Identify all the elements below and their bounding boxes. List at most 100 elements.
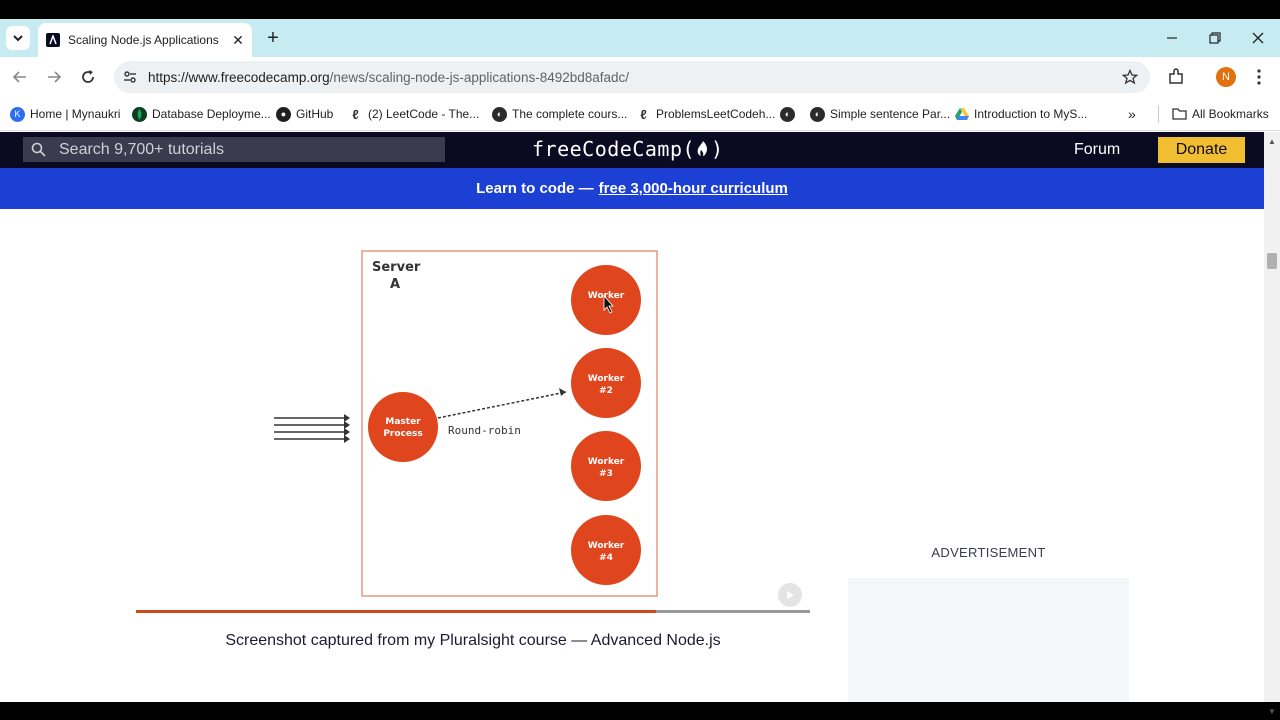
- worker-number: #3: [599, 469, 613, 479]
- image-caption: Screenshot captured from my Pluralsight …: [225, 632, 721, 649]
- bookmark-label: Database Deployme...: [152, 107, 271, 121]
- globe-icon: ◐: [492, 106, 507, 122]
- bookmark-item[interactable]: K Home | Mynaukri: [10, 105, 120, 123]
- edge-arrowhead: [559, 388, 566, 396]
- globe-icon: ◐: [810, 106, 825, 122]
- bookmark-item[interactable]: ◐ Simple sentence Par...: [810, 105, 950, 123]
- logo-text: freeCodeCamp(: [532, 137, 696, 161]
- forum-link[interactable]: Forum: [1074, 141, 1121, 158]
- bookmark-item[interactable]: ℓ ProblemsLeetCodeh...: [636, 105, 775, 123]
- active-tab[interactable]: Scaling Node.js Applications ✕: [38, 23, 252, 57]
- site-settings-icon[interactable]: [116, 63, 144, 91]
- bookmarks-bar: K Home | Mynaukri Database Deployme... ● G…: [0, 97, 1280, 131]
- scroll-down-icon[interactable]: ▼: [1268, 706, 1276, 716]
- worker-node: Worker #2: [571, 348, 641, 418]
- mynaukri-icon: K: [10, 106, 25, 122]
- worker-label: Worker: [588, 291, 625, 301]
- advertisement-slot[interactable]: [848, 578, 1129, 702]
- server-label: Server: [372, 260, 421, 275]
- url-host: https://www.freecodecamp.org: [148, 69, 330, 85]
- tab-strip: Scaling Node.js Applications ✕ +: [0, 19, 1280, 57]
- worker-node: Worker #3: [571, 431, 641, 501]
- video-progress-bar[interactable]: [136, 610, 810, 613]
- worker-label: Worker: [588, 374, 625, 384]
- search-icon: [23, 142, 53, 157]
- server-label-sub: A: [390, 277, 400, 292]
- bookmark-item[interactable]: ● GitHub: [276, 105, 333, 123]
- scroll-thumb[interactable]: [1267, 253, 1277, 269]
- worker-number: #4: [599, 553, 613, 563]
- master-label-sub: Process: [383, 429, 422, 439]
- bookmark-label: (2) LeetCode - The...: [368, 107, 480, 121]
- bookmark-label: Simple sentence Par...: [830, 107, 951, 121]
- restore-icon[interactable]: [1200, 27, 1230, 49]
- folder-icon: [1172, 107, 1187, 122]
- advertisement-label: ADVERTISEMENT: [931, 545, 1046, 560]
- play-icon[interactable]: [778, 583, 802, 607]
- search-placeholder: Search 9,700+ tutorials: [59, 140, 224, 158]
- curriculum-link[interactable]: free 3,000-hour curriculum: [598, 180, 788, 197]
- back-icon[interactable]: [8, 65, 32, 89]
- video-progress-fill: [136, 610, 656, 613]
- banner-text: Learn to code —: [476, 180, 594, 197]
- close-tab-icon[interactable]: ✕: [232, 31, 244, 48]
- bookmark-item[interactable]: Database Deployme...: [132, 105, 271, 123]
- bookmark-item[interactable]: ℓ (2) LeetCode - The...: [348, 105, 479, 123]
- donate-button[interactable]: Donate: [1158, 137, 1245, 163]
- bookmark-label: Home | Mynaukri: [30, 107, 121, 121]
- address-bar[interactable]: https://www.freecodecamp.org/news/scalin…: [114, 61, 1150, 93]
- url-text: https://www.freecodecamp.org/news/scalin…: [148, 70, 629, 85]
- site-navbar: Search 9,700+ tutorials freeCodeCamp() F…: [0, 132, 1264, 168]
- bookmark-item[interactable]: ◐: [780, 105, 800, 123]
- bookmark-star-icon[interactable]: [1120, 67, 1140, 87]
- page-content: Search 9,700+ tutorials freeCodeCamp() F…: [0, 132, 1264, 702]
- incoming-arrows: [274, 414, 350, 443]
- logo-close: ): [711, 137, 724, 161]
- mouse-cursor-icon: [603, 294, 614, 314]
- bookmark-item[interactable]: Introduction to MyS...: [954, 105, 1087, 123]
- page-scrollbar[interactable]: ▲ ▼: [1264, 132, 1280, 716]
- tab-title: Scaling Node.js Applications: [68, 33, 219, 47]
- url-path: /news/scaling-node-js-applications-8492b…: [329, 69, 630, 85]
- github-icon: ●: [276, 106, 291, 122]
- scroll-up-icon[interactable]: ▲: [1268, 136, 1276, 146]
- freecodecamp-favicon-icon: [46, 33, 60, 47]
- forward-icon[interactable]: [42, 65, 66, 89]
- google-drive-icon: [954, 107, 969, 122]
- bookmark-label: ProblemsLeetCodeh...: [656, 107, 776, 121]
- cluster-diagram: Server A Master Process Round-robin Work…: [274, 250, 658, 597]
- edge-label: Round-robin: [448, 424, 521, 437]
- more-bookmarks-icon[interactable]: »: [1128, 106, 1136, 122]
- globe-icon: ◐: [780, 106, 795, 122]
- curriculum-banner: Learn to code — free 3,000-hour curricul…: [0, 168, 1264, 209]
- site-logo[interactable]: freeCodeCamp(): [532, 137, 724, 161]
- reload-icon[interactable]: [76, 65, 100, 89]
- avatar-initial: N: [1216, 67, 1236, 87]
- tab-search-button[interactable]: [6, 26, 30, 50]
- master-process-node: [368, 392, 438, 462]
- menu-kebab-icon[interactable]: [1247, 65, 1271, 89]
- master-label: Master: [385, 417, 421, 427]
- bookmark-label: GitHub: [296, 107, 334, 121]
- worker-number: #2: [599, 386, 613, 396]
- round-robin-edge: [437, 391, 567, 419]
- bookmark-item[interactable]: ◐ The complete cours...: [492, 105, 627, 123]
- leetcode-icon: ℓ: [640, 106, 647, 122]
- all-bookmarks-label: All Bookmarks: [1192, 107, 1269, 121]
- profile-avatar[interactable]: N: [1214, 65, 1238, 89]
- worker-node: Worker #4: [571, 515, 641, 585]
- browser-window: Scaling Node.js Applications ✕ + https:: [0, 19, 1280, 716]
- worker-label: Worker: [588, 457, 625, 467]
- bookmarks-divider: [1158, 105, 1159, 123]
- minimize-icon[interactable]: [1157, 27, 1187, 49]
- browser-toolbar: https://www.freecodecamp.org/news/scalin…: [0, 57, 1280, 97]
- search-input[interactable]: Search 9,700+ tutorials: [23, 137, 445, 162]
- extensions-icon[interactable]: [1164, 65, 1188, 89]
- mongodb-leaf-icon: [132, 106, 147, 122]
- bookmark-label: The complete cours...: [512, 107, 628, 121]
- close-window-icon[interactable]: [1243, 27, 1273, 49]
- all-bookmarks-button[interactable]: All Bookmarks: [1172, 105, 1269, 123]
- leetcode-icon: ℓ: [352, 106, 359, 122]
- new-tab-icon[interactable]: +: [267, 26, 279, 49]
- bookmark-label: Introduction to MyS...: [974, 107, 1088, 121]
